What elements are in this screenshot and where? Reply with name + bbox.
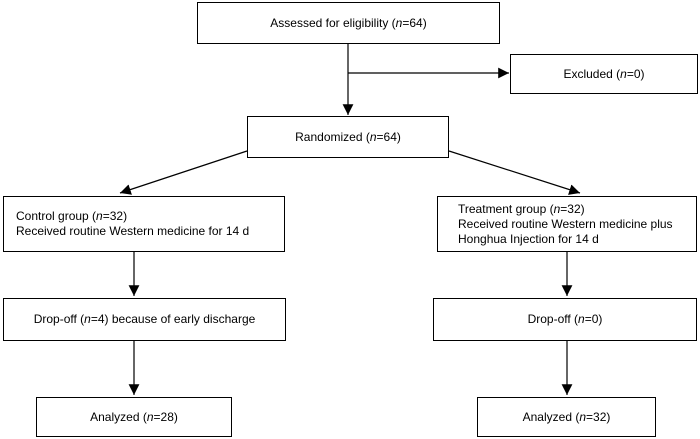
dropoff-control-label: Drop-off (n=4) because of early discharg…: [33, 312, 256, 326]
analyzed-control-label: Analyzed (n=28): [90, 409, 178, 424]
assessed-label: Assessed for eligibility (n=64): [270, 15, 427, 30]
treatment-group-box: Treatment group (n=32) Received routine …: [437, 196, 697, 252]
arrow-randomized-to-control: [119, 150, 248, 195]
excluded-label: Excluded (n=0): [563, 66, 645, 81]
dropoff-treatment-box: Drop-off (n=0): [433, 298, 697, 341]
analyzed-treatment-box: Analyzed (n=32): [477, 397, 656, 437]
randomized-label: Randomized (n=64): [295, 129, 401, 144]
analyzed-control-box: Analyzed (n=28): [36, 397, 232, 437]
treatment-group-title: Treatment group (n=32): [458, 201, 585, 216]
arrow-randomized-to-treatment: [448, 150, 581, 195]
excluded-box: Excluded (n=0): [510, 54, 698, 94]
dropoff-control-box: Drop-off (n=4) because of early discharg…: [3, 298, 286, 341]
control-group-title: Control group (n=32): [16, 209, 128, 223]
control-group-box: Control group (n=32) Received routine We…: [3, 196, 285, 252]
control-group-treatment: Received routine Western medicine for 14…: [16, 224, 250, 238]
dropoff-treatment-label: Drop-off (n=0): [527, 312, 603, 326]
randomized-box: Randomized (n=64): [247, 116, 449, 158]
analyzed-treatment-label: Analyzed (n=32): [522, 409, 611, 424]
treatment-group-line2: Received routine Western medicine plus: [458, 216, 673, 231]
treatment-group-line3: Honghua Injection for 14 d: [458, 231, 599, 246]
assessed-box: Assessed for eligibility (n=64): [197, 2, 500, 44]
